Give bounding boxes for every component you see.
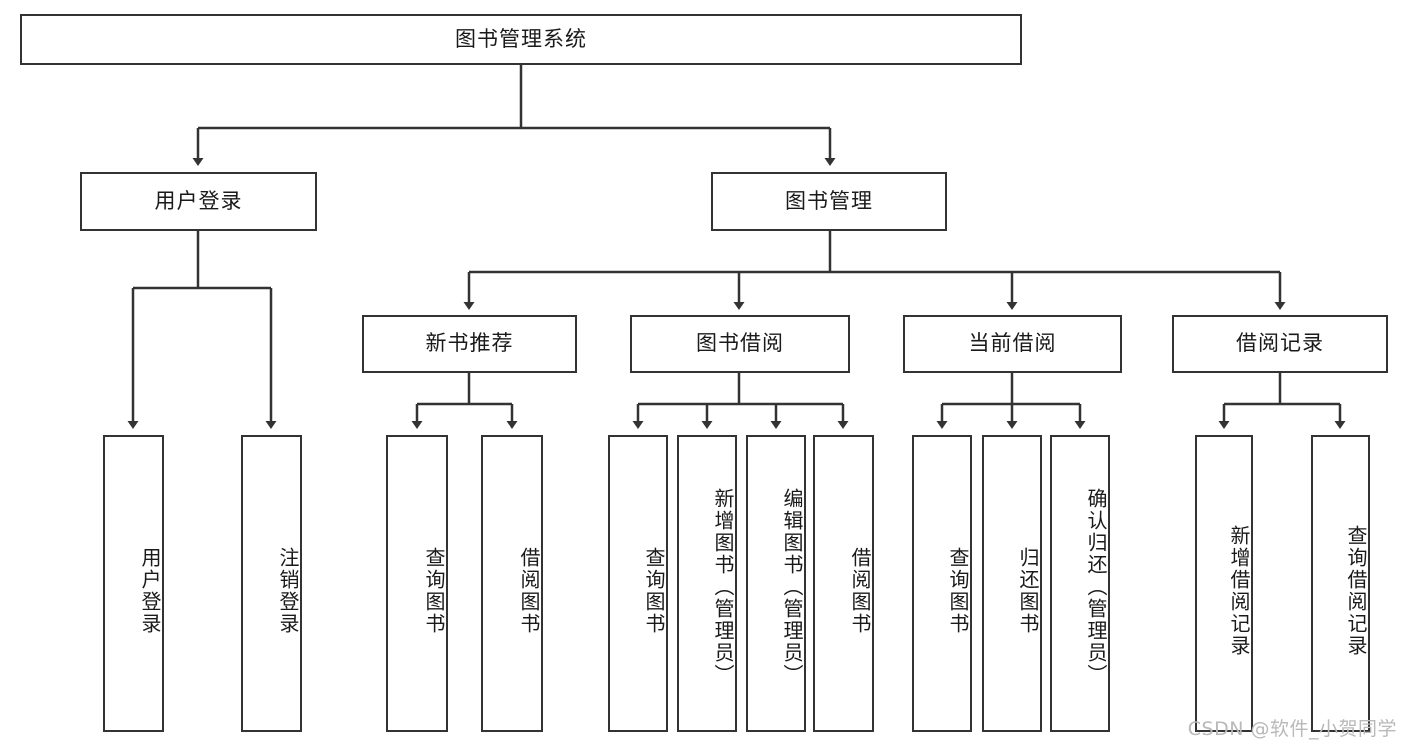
leaf-query-book-current[interactable]: 查询图书 [912,435,972,732]
node-label: 用户登录 [138,546,162,635]
leaf-user-login[interactable]: 用户登录 [103,435,164,732]
node-label: 查询图书 [642,546,666,635]
node-new-book-recommend[interactable]: 新书推荐 [362,315,577,373]
node-label: 新增借阅记录 [1227,524,1251,657]
node-label: 借阅图书 [517,546,541,635]
node-label: 归还图书 [1016,546,1040,635]
node-label: 图书借阅 [696,331,784,356]
node-label: 图书管理系统 [455,26,587,51]
leaf-confirm-return-admin[interactable]: 确认归还（管理员） [1050,435,1110,732]
node-root[interactable]: 图书管理系统 [20,14,1022,65]
node-label: 编辑图书（管理员） [780,487,804,686]
leaf-add-borrow-record[interactable]: 新增借阅记录 [1195,435,1253,732]
leaf-query-book-recommend[interactable]: 查询图书 [386,435,448,732]
node-book-borrow[interactable]: 图书借阅 [630,315,850,373]
node-label: 新增图书（管理员） [711,487,735,686]
node-label: 确认归还（管理员） [1084,487,1108,686]
node-label: 查询图书 [946,546,970,635]
leaf-borrow-book-recommend[interactable]: 借阅图书 [481,435,543,732]
watermark: CSDN @软件_小贺同学 [1187,718,1397,740]
leaf-return-book[interactable]: 归还图书 [982,435,1042,732]
node-current-borrow[interactable]: 当前借阅 [903,315,1122,373]
node-label: 查询图书 [422,546,446,635]
node-label: 用户登录 [154,188,243,213]
node-label: 注销登录 [276,546,300,635]
node-label: 当前借阅 [968,331,1057,356]
leaf-add-book-admin[interactable]: 新增图书（管理员） [677,435,737,732]
leaf-borrow-book[interactable]: 借阅图书 [813,435,874,732]
node-label: 查询借阅记录 [1344,524,1368,657]
node-borrow-record[interactable]: 借阅记录 [1172,315,1388,373]
leaf-edit-book-admin[interactable]: 编辑图书（管理员） [746,435,806,732]
leaf-logout[interactable]: 注销登录 [241,435,302,732]
node-user-login[interactable]: 用户登录 [80,172,317,231]
node-label: 借阅记录 [1236,331,1324,356]
node-label: 借阅图书 [848,546,872,635]
node-label: 新书推荐 [425,331,514,356]
node-book-management[interactable]: 图书管理 [711,172,947,231]
node-label: 图书管理 [785,188,873,213]
leaf-query-book-borrow[interactable]: 查询图书 [608,435,668,732]
leaf-query-borrow-record[interactable]: 查询借阅记录 [1311,435,1370,732]
